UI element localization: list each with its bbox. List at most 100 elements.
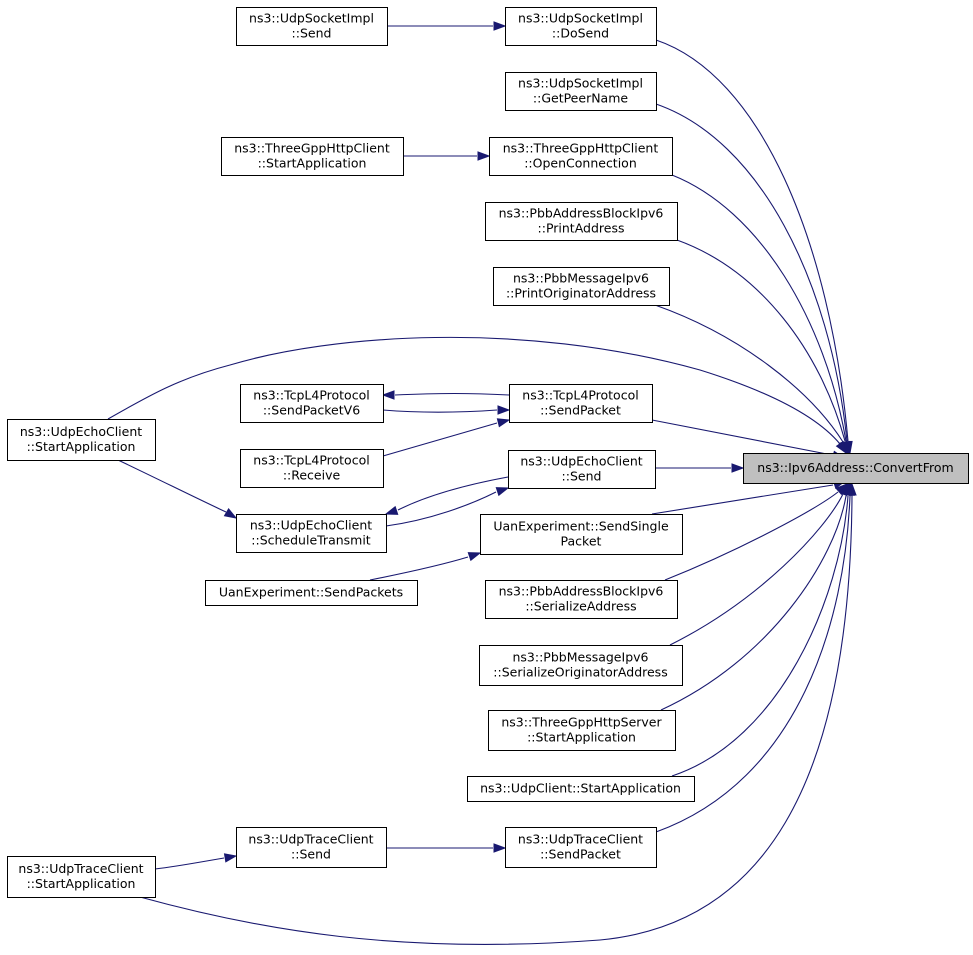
node-label-line: ::SendPacket xyxy=(540,403,621,418)
node-label-line: ns3::TcpL4Protocol xyxy=(522,388,638,403)
function-node-udptrace-start[interactable]: ns3::UdpTraceClient::StartApplication xyxy=(7,856,156,898)
edge-line xyxy=(154,857,225,870)
call-edge-udp_socket_send-to-udp_socket_dosend xyxy=(387,21,507,31)
edge-arrowhead xyxy=(731,463,745,473)
node-label-line: ns3::ThreeGppHttpClient xyxy=(234,141,390,156)
edge-line xyxy=(385,491,497,527)
function-node-udpecho-start[interactable]: ns3::UdpEchoClient::StartApplication xyxy=(7,419,156,461)
node-box xyxy=(505,72,657,111)
edge-arrowhead xyxy=(223,508,238,519)
node-box xyxy=(7,856,156,898)
node-label-line: ::PrintOriginatorAddress xyxy=(506,286,656,301)
function-node-pbb-msg-print[interactable]: ns3::PbbMessageIpv6::PrintOriginatorAddr… xyxy=(493,267,670,306)
function-nodes: ns3::Ipv6Address::ConvertFrom ns3::UdpSoc… xyxy=(7,7,969,898)
node-label-line: ns3::PbbAddressBlockIpv6 xyxy=(499,584,664,599)
node-label-line: ::PrintAddress xyxy=(538,221,625,236)
edge-line xyxy=(671,174,847,442)
node-box xyxy=(489,137,673,176)
call-edge-pbb_msg_print-to-convert_from xyxy=(654,304,848,455)
node-label-line: ns3::ThreeGppHttpServer xyxy=(501,715,662,730)
node-label-line: ns3::UdpClient::StartApplication xyxy=(480,781,681,796)
node-label-line: ::StartApplication xyxy=(527,730,636,745)
call-edge-udpecho_start-to-convert_from xyxy=(107,336,847,455)
edge-line xyxy=(664,491,839,581)
call-edge-pbb_msg_serialize-to-convert_from xyxy=(669,482,849,646)
function-node-http-client-start[interactable]: ns3::ThreeGppHttpClient::StartApplicatio… xyxy=(221,137,404,176)
node-label-line: UanExperiment::SendSingle xyxy=(493,519,669,534)
node-label-line: ::DoSend xyxy=(552,26,609,41)
function-node-uan-sendpackets[interactable]: UanExperiment::SendPackets xyxy=(205,580,418,606)
edge-arrowhead xyxy=(847,482,857,496)
function-node-pbb-block-print[interactable]: ns3::PbbAddressBlockIpv6::PrintAddress xyxy=(485,202,678,241)
node-box xyxy=(485,580,678,619)
call-edge-udpclient_start-to-convert_from xyxy=(671,482,853,777)
node-label-line: ns3::UdpTraceClient xyxy=(18,861,143,876)
node-box xyxy=(205,580,418,606)
edge-line xyxy=(655,103,848,442)
node-label-line: ::Send xyxy=(562,469,602,484)
edge-arrowhead xyxy=(493,843,507,853)
function-node-udp-socket-dosend[interactable]: ns3::UdpSocketImpl::DoSend xyxy=(505,7,657,46)
function-node-tcp-sendpacketv6[interactable]: ns3::TcpL4Protocol::SendPacketV6 xyxy=(240,384,384,423)
edge-line xyxy=(651,419,833,456)
node-box xyxy=(236,514,387,553)
edge-line xyxy=(655,39,849,442)
edge-arrowhead xyxy=(835,440,847,455)
node-label-line: ns3::TcpL4Protocol xyxy=(253,453,369,468)
node-label-line: ::Send xyxy=(292,26,332,41)
function-node-udp-socket-getpeername[interactable]: ns3::UdpSocketImpl::GetPeerName xyxy=(505,72,657,111)
node-box xyxy=(488,710,676,751)
node-label-line: ::ScheduleTransmit xyxy=(251,533,371,548)
function-node-http-server-start[interactable]: ns3::ThreeGppHttpServer::StartApplicatio… xyxy=(488,710,676,751)
node-box xyxy=(743,453,969,484)
edge-arrowhead xyxy=(496,418,511,428)
function-node-udpecho-schedule[interactable]: ns3::UdpEchoClient::ScheduleTransmit xyxy=(236,514,387,553)
edge-line xyxy=(660,495,847,711)
function-node-udpecho-send[interactable]: ns3::UdpEchoClient::Send xyxy=(508,450,656,489)
call-edge-udptrace_start-to-convert_from xyxy=(139,482,857,945)
node-label-line: ::SerializeAddress xyxy=(525,599,636,614)
node-label-line: ns3::UdpSocketImpl xyxy=(249,11,374,26)
edge-arrowhead xyxy=(493,21,507,31)
call-edge-http_client_start-to-http_client_openconn xyxy=(403,151,491,161)
edge-line xyxy=(394,392,510,396)
node-box xyxy=(505,827,657,868)
edge-line xyxy=(107,336,841,445)
function-node-pbb-msg-serialize[interactable]: ns3::PbbMessageIpv6::SerializeOriginator… xyxy=(479,645,683,686)
edge-arrowhead xyxy=(381,390,395,400)
edge-arrowhead xyxy=(223,853,238,863)
function-node-http-client-openconn[interactable]: ns3::ThreeGppHttpClient::OpenConnection xyxy=(489,137,673,176)
node-box xyxy=(485,202,678,241)
node-box xyxy=(508,450,656,489)
node-label-line: ns3::PbbMessageIpv6 xyxy=(513,271,649,286)
node-box xyxy=(221,137,404,176)
node-label-line: ::GetPeerName xyxy=(533,91,629,106)
node-label-line: ::SendPacketV6 xyxy=(263,403,360,418)
edge-arrowhead xyxy=(467,552,482,562)
edge-line xyxy=(654,304,844,443)
node-label-line: UanExperiment::SendPackets xyxy=(219,585,403,600)
edge-line xyxy=(382,409,498,413)
function-node-udptrace-sendpacket[interactable]: ns3::UdpTraceClient::SendPacket xyxy=(505,827,657,868)
node-box xyxy=(505,7,657,46)
node-label-line: ns3::UdpEchoClient xyxy=(20,424,142,439)
edge-line xyxy=(369,556,469,581)
call-edge-udpecho_start-to-udpecho_schedule xyxy=(117,459,238,519)
function-node-udp-socket-send[interactable]: ns3::UdpSocketImpl::Send xyxy=(236,7,388,46)
function-node-udptrace-send[interactable]: ns3::UdpTraceClient::Send xyxy=(236,827,387,868)
function-node-tcp-receive[interactable]: ns3::TcpL4Protocol::Receive xyxy=(240,449,384,488)
node-label-line: ::StartApplication xyxy=(27,876,136,891)
function-node-pbb-block-serialize[interactable]: ns3::PbbAddressBlockIpv6::SerializeAddre… xyxy=(485,580,678,619)
call-edge-http_client_openconn-to-convert_from xyxy=(671,174,851,455)
call-edge-udp_socket_getpeername-to-convert_from xyxy=(655,103,852,455)
edge-arrowhead xyxy=(477,151,491,161)
function-node-convert-from[interactable]: ns3::Ipv6Address::ConvertFrom xyxy=(743,453,969,484)
edge-line xyxy=(382,422,498,457)
function-node-tcp-sendpacket[interactable]: ns3::TcpL4Protocol::SendPacket xyxy=(509,384,653,423)
edge-line xyxy=(651,484,834,515)
call-edge-udp_socket_dosend-to-convert_from xyxy=(655,39,853,455)
node-box xyxy=(509,384,653,423)
function-node-udpclient-start[interactable]: ns3::UdpClient::StartApplication xyxy=(467,776,695,802)
call-edge-pbb_block_print-to-convert_from xyxy=(676,239,850,455)
